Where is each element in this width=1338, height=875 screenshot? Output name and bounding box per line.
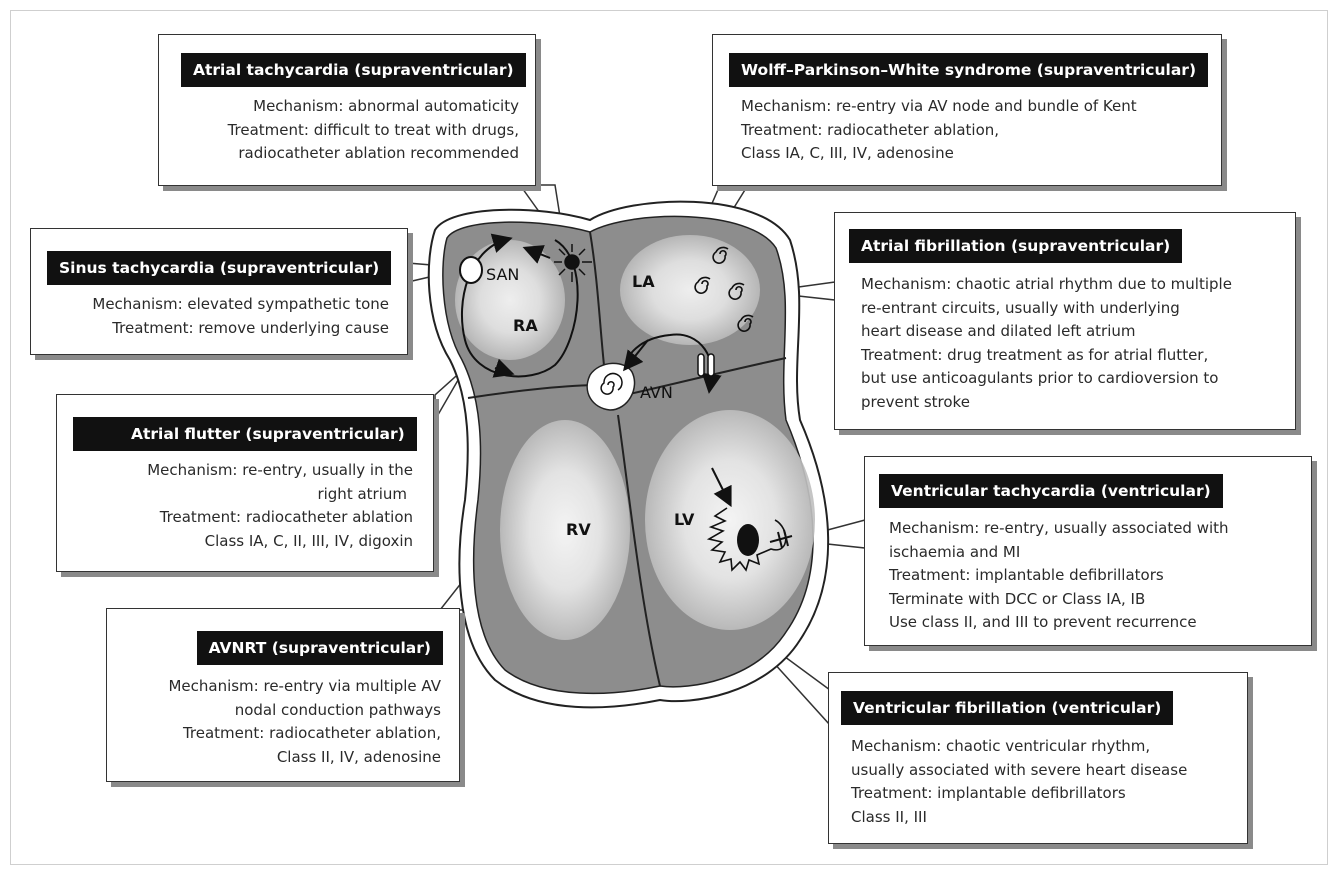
ventricular-tachycardia-title: Ventricular tachycardia (ventricular) xyxy=(879,474,1223,508)
av-node-spiral-icon xyxy=(600,372,623,395)
ventricular-tachycardia-box: Ventricular tachycardia (ventricular) Me… xyxy=(864,456,1312,646)
lv-arrow-in xyxy=(711,467,732,508)
la-highlight xyxy=(620,235,760,345)
atrial-tachycardia-text: Mechanism: abnormal automaticity Treatme… xyxy=(227,97,519,162)
label-ra: RA xyxy=(513,316,538,335)
ectopic-focus-icon xyxy=(554,244,592,282)
avnrt-title: AVNRT (supraventricular) xyxy=(196,631,443,665)
ventricular-fibrillation-text: Mechanism: chaotic ventricular rhythm, u… xyxy=(851,737,1188,826)
label-rv: RV xyxy=(566,520,591,539)
atrial-flutter-box: Atrial flutter (supraventricular) Mechan… xyxy=(56,394,434,572)
label-la: LA xyxy=(632,272,655,291)
label-avn: AVN xyxy=(640,383,673,402)
bundle-of-kent-icon xyxy=(697,353,715,377)
lv-scar xyxy=(737,524,759,556)
san-node xyxy=(459,256,483,284)
figure-frame xyxy=(10,10,1328,865)
lv-highlight xyxy=(645,410,815,630)
atrial-tachycardia-title: Atrial tachycardia (supraventricular) xyxy=(181,53,526,87)
ventricular-fibrillation-box: Ventricular fibrillation (ventricular) M… xyxy=(828,672,1248,844)
atrial-fibrillation-text: Mechanism: chaotic atrial rhythm due to … xyxy=(861,275,1232,411)
atrial-flutter-text: Mechanism: re-entry, usually in the righ… xyxy=(147,461,413,550)
wpw-pointer-arrow xyxy=(623,339,649,372)
sinus-tachycardia-title: Sinus tachycardia (supraventricular) xyxy=(47,251,392,285)
atrial-tachycardia-box: Atrial tachycardia (supraventricular) Me… xyxy=(158,34,536,186)
atrial-fibrillation-title: Atrial fibrillation (supraventricular) xyxy=(849,229,1183,263)
wpw-title: Wolff–Parkinson–White syndrome (supraven… xyxy=(729,53,1209,87)
ventricular-tachycardia-text: Mechanism: re-entry, usually associated … xyxy=(889,519,1229,631)
wpw-text: Mechanism: re-entry via AV node and bund… xyxy=(741,97,1137,162)
atrial-flutter-title: Atrial flutter (supraventricular) xyxy=(73,417,417,451)
defibrillator-ticks-icon xyxy=(769,529,793,549)
avnrt-box: AVNRT (supraventricular) Mechanism: re-e… xyxy=(106,608,460,782)
rv-highlight xyxy=(500,420,630,640)
label-lv: LV xyxy=(674,510,695,529)
sinus-tachycardia-text: Mechanism: elevated sympathetic tone Tre… xyxy=(92,295,389,337)
ventricular-fibrillation-title: Ventricular fibrillation (ventricular) xyxy=(841,691,1174,725)
avnrt-text: Mechanism: re-entry via multiple AV noda… xyxy=(168,677,441,766)
ra-loop-arrow xyxy=(492,358,515,378)
wpw-box: Wolff–Parkinson–White syndrome (supraven… xyxy=(712,34,1222,186)
atrial-fibrillation-spirals-icon xyxy=(694,246,754,332)
label-san: SAN xyxy=(486,265,519,284)
atrial-fibrillation-box: Atrial fibrillation (supraventricular) M… xyxy=(834,212,1296,430)
ectopic-arrow xyxy=(522,245,551,264)
av-node-region xyxy=(586,362,636,411)
sinus-tachycardia-box: Sinus tachycardia (supraventricular) Mec… xyxy=(30,228,408,355)
